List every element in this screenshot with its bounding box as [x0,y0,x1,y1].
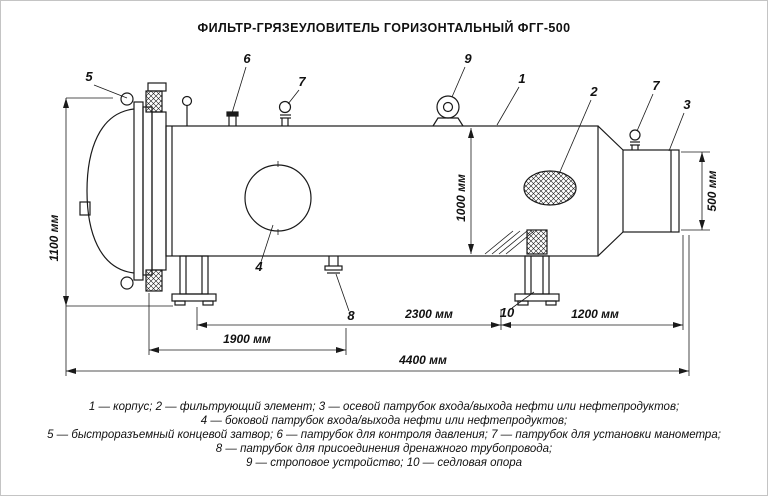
dimension-lines [63,97,710,376]
drain-nozzle [324,256,343,274]
dim-1900: 1900 мм [223,332,271,346]
internal-support-hatch [484,230,535,255]
technical-drawing: 5 6 7 9 1 2 7 3 4 8 10 1100 мм 1000 мм 5… [47,51,719,376]
filter-element [523,170,577,206]
closure-bolt-top [120,92,134,106]
legend-line-3: 5 — быстроразъемный концевой затвор; 6 —… [47,429,721,441]
head-boss [79,201,91,216]
part-label-8: 8 [347,308,355,323]
saddle-support-left [171,255,217,306]
pressure-control-nozzle [226,111,239,126]
part-label-6: 6 [243,51,251,66]
dim-1100: 1100 мм [47,214,61,261]
legend-line-5: 9 — строповое устройство; 10 — седловая … [245,457,523,469]
right-cone [597,125,624,257]
dim-1200: 1200 мм [571,307,619,321]
lifting-lug [432,95,464,127]
legend-line-2: 4 — боковой патрубок входа/выхода нефти … [200,415,568,427]
part-label-4: 4 [254,259,263,274]
part-label-9: 9 [464,51,472,66]
manometer-nozzle-left [278,100,292,126]
leader-lines [93,66,685,312]
drawing-title: ФИЛЬТР-ГРЯЗЕУЛОВИТЕЛЬ ГОРИЗОНТАЛЬНЫЙ ФГГ… [197,21,571,35]
vessel-shell [86,108,680,274]
manometer-nozzle-right [629,129,641,150]
saddle-support-right [514,229,560,306]
left-dished-head [86,108,135,274]
part-label-1: 1 [518,71,525,86]
part-label-2: 2 [589,84,598,99]
dim-4400: 4400 мм [398,353,447,367]
part-label-5: 5 [85,69,93,84]
dim-2300: 2300 мм [404,307,453,321]
legend-line-1: 1 — корпус; 2 — фильтрующий элемент; 3 —… [88,401,680,413]
part-label-7a: 7 [298,74,306,89]
part-label-7b: 7 [652,78,660,93]
legend-line-4: 8 — патрубок для присоединения дренажног… [215,443,553,455]
axial-nozzle [622,149,680,233]
part-label-10: 10 [500,305,515,320]
vent-fitting [181,95,193,107]
part-label-3: 3 [683,97,691,112]
dim-1000: 1000 мм [454,174,468,222]
legend: 1 — корпус; 2 — фильтрующий элемент; 3 —… [1,400,767,470]
quick-release-closure [79,82,193,292]
side-nozzle [244,164,312,232]
dim-500: 500 мм [705,170,719,211]
closure-bolt-bottom [120,276,134,290]
